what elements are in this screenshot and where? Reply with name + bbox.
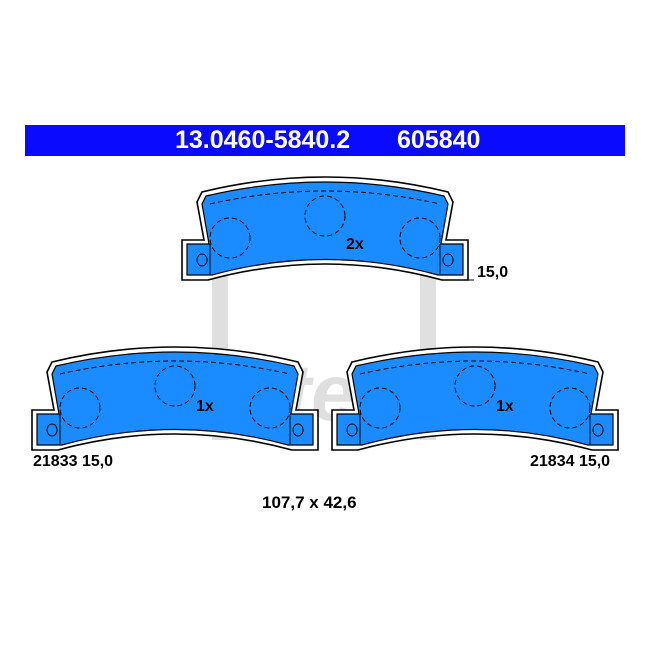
left-pad-code: 21833 15,0: [33, 453, 114, 470]
dimensions: 107,7 x 42,6: [262, 493, 357, 512]
short-number: 605840: [397, 126, 481, 154]
right-pad-quantity: 1x: [496, 398, 514, 415]
left-brake-pad: [31, 346, 319, 451]
top-brake-pad: [181, 176, 469, 281]
top-pad-thickness: 15,0: [477, 264, 509, 281]
top-pad-quantity: 2x: [346, 236, 364, 253]
header-bar: 13.0460-5840.2 605840: [25, 125, 625, 156]
right-pad-code: 21834 15,0: [530, 453, 611, 470]
right-brake-pad: [331, 346, 619, 451]
part-number: 13.0460-5840.2: [175, 126, 351, 154]
left-pad-quantity: 1x: [196, 398, 214, 415]
